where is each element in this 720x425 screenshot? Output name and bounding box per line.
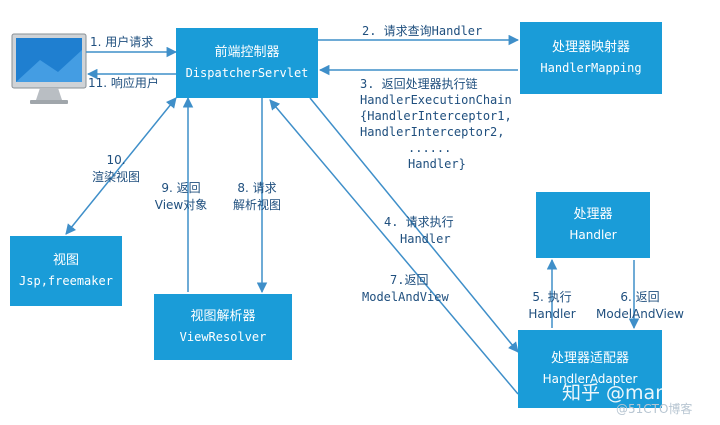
edge-render-view	[65, 97, 177, 235]
watermark-51cto: @51CTO博客	[616, 402, 693, 416]
label-resolve-view: 8. 请求 解析视图	[222, 180, 292, 214]
desktop-monitor-icon	[11, 33, 87, 104]
node-subtitle: ViewResolver	[179, 330, 267, 344]
node-dispatcher-servlet: 前端控制器 DispatcherServlet	[176, 28, 318, 98]
node-title: 处理器适配器	[550, 351, 629, 366]
node-subtitle: DispatcherServlet	[185, 66, 309, 80]
label-line: Handler}	[408, 157, 466, 171]
edge-request-execute	[309, 97, 519, 353]
label-line: Handler	[400, 232, 451, 246]
node-title: 视图解析器	[190, 309, 256, 324]
node-handler-adapter: 处理器适配器 HandlerAdapter	[518, 330, 662, 408]
label-line: ModelAndView	[596, 307, 684, 321]
label-line: View对象	[154, 198, 208, 212]
label-line: ModelAndView	[362, 290, 449, 304]
label-line: 5. 执行	[532, 290, 572, 304]
node-subtitle: HandlerAdapter	[542, 372, 638, 386]
node-handler: 处理器 Handler	[536, 192, 650, 258]
label-render-view: 10. 渲染视图	[86, 152, 146, 186]
node-handler-mapping: 处理器映射器 HandlerMapping	[520, 22, 662, 94]
label-execute-handler: 5. 执行 Handler	[524, 289, 580, 323]
label-line: {HandlerInterceptor1,	[360, 109, 512, 123]
label-line: 9. 返回	[161, 181, 201, 195]
label-request-execute: 4. 请求执行 Handler	[384, 214, 454, 248]
label-response-user: 11. 响应用户	[88, 76, 159, 90]
label-line: HandlerInterceptor2,	[360, 125, 505, 139]
label-return-view: 9. 返回 View对象	[146, 180, 216, 214]
node-title: 处理器映射器	[551, 40, 630, 55]
node-view-resolver: 视图解析器 ViewResolver	[154, 294, 292, 360]
label-line: 解析视图	[232, 198, 281, 212]
node-subtitle: Handler	[569, 228, 617, 242]
watermark-zhihu: 知乎 @mango	[562, 382, 691, 404]
label-return-chain: 3. 返回处理器执行链 HandlerExecutionChain {Handl…	[360, 76, 512, 172]
label-line: HandlerExecutionChain	[360, 93, 512, 107]
label-line: ......	[408, 141, 452, 155]
label-line: 3. 返回处理器执行链	[360, 77, 478, 91]
label-line: 8. 请求	[237, 181, 277, 195]
node-title: 处理器	[573, 207, 613, 222]
node-title: 视图	[52, 253, 79, 268]
node-subtitle: HandlerMapping	[540, 61, 642, 75]
node-view: 视图 Jsp,freemaker	[10, 236, 122, 306]
label-query-handler: 2. 请求查询Handler	[362, 24, 483, 38]
node-title: 前端控制器	[214, 45, 280, 60]
label-line: 渲染视图	[91, 170, 140, 184]
label-line: 10.	[106, 153, 126, 167]
edge-return-modelandview	[269, 99, 519, 395]
label-line: 4. 请求执行	[384, 215, 454, 229]
label-line: 6. 返回	[620, 290, 660, 304]
node-subtitle: Jsp,freemaker	[19, 274, 113, 288]
label-line: 7.返回	[390, 273, 429, 287]
label-handler-return: 6. 返回 ModelAndView	[588, 289, 692, 323]
label-user-request: 1. 用户请求	[90, 35, 154, 49]
label-line: Handler	[528, 307, 576, 321]
label-return-modelandview: 7.返回 ModelAndView	[362, 272, 449, 306]
